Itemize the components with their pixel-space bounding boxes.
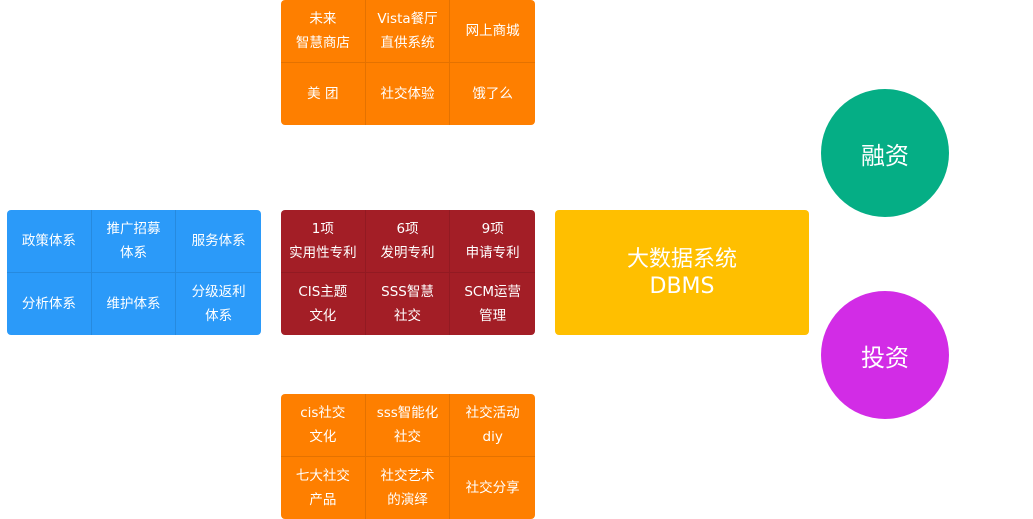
center-grid: 1项 实用性专利 6项 发明专利 9项 申请专利 CIS主题 文化 SSS智慧 … [281, 210, 535, 335]
cell-online-mall: 网上商城 [450, 0, 535, 63]
cell-sss-intelligent-social: sss智能化 社交 [365, 394, 451, 457]
cell-social-experience: 社交体验 [366, 62, 451, 125]
cell-cis-culture: CIS主题 文化 [281, 272, 366, 335]
cell-vista-restaurant-system: Vista餐厅 直供系统 [365, 0, 451, 63]
cell-social-art: 社交艺术 的演绎 [366, 456, 451, 519]
cell-promotion-recruit-system: 推广招募 体系 [91, 210, 177, 273]
cell-tiered-rebate-system: 分级返利 体系 [191, 283, 246, 324]
financing-label: 融资 [861, 141, 909, 170]
big-data-core-box: 大数据系统 DBMS [555, 210, 809, 335]
cell-meituan: 美 团 [281, 62, 366, 125]
core-title: 大数据系统 [626, 246, 737, 272]
cell-service-system: 服务体系 [176, 210, 261, 273]
cell-policy-system: 政策体系 [7, 210, 92, 273]
investment-label: 投资 [861, 343, 909, 372]
cell-applied-patent: 9项 申请专利 [450, 210, 535, 273]
cell-sss-smart-social: SSS智慧 社交 [366, 272, 451, 335]
core-subtitle: DBMS [649, 273, 715, 299]
cell-analysis-system: 分析体系 [7, 272, 92, 335]
cell-eleme: 饿了么 [472, 85, 513, 102]
left-grid: 政策体系 推广招募 体系 服务体系 分析体系 维护体系 分级返利 体系 [7, 210, 261, 335]
investment-circle: 投资 [821, 291, 949, 419]
top-grid: 未来 智慧商店 Vista餐厅 直供系统 网上商城 美 团 社交体验 饿了么 [281, 0, 535, 125]
cell-utility-patent: 1项 实用性专利 [281, 210, 366, 273]
cell-cis-social-culture: cis社交 文化 [281, 394, 366, 457]
financing-circle: 融资 [821, 89, 949, 217]
cell-future-smart-store: 未来 智慧商店 [281, 0, 366, 63]
cell-maintenance-system: 维护体系 [92, 272, 177, 335]
cell-seven-social-products: 七大社交 产品 [281, 456, 366, 519]
cell-scm-operations: SCM运营 管理 [464, 283, 521, 324]
cell-social-activity-diy: 社交活动 diy [450, 394, 535, 457]
cell-social-sharing: 社交分享 [465, 479, 520, 496]
cell-invention-patent: 6项 发明专利 [365, 210, 451, 273]
bottom-grid: cis社交 文化 sss智能化 社交 社交活动 diy 七大社交 产品 社交艺术… [281, 394, 535, 519]
